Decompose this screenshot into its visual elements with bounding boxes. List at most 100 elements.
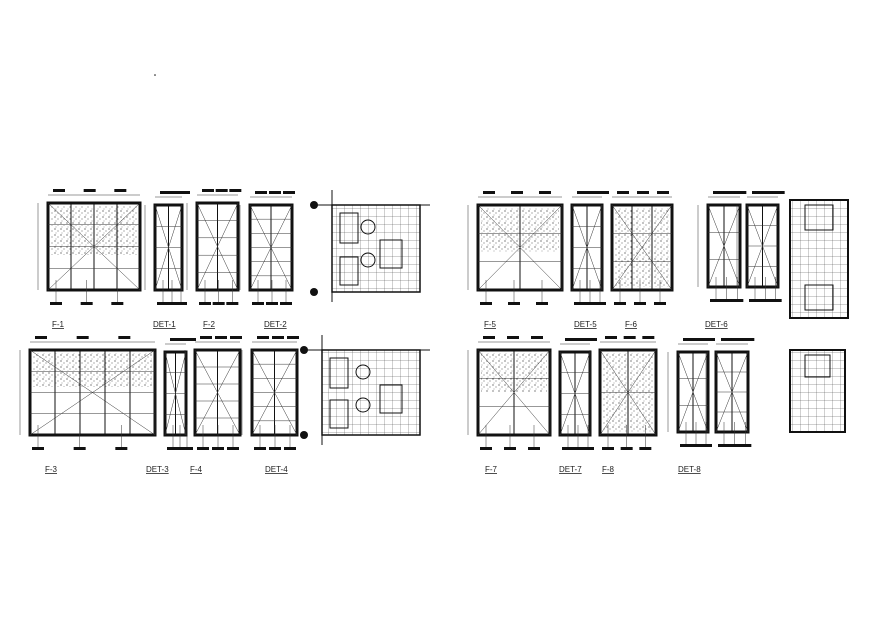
annotation-tag [574,302,586,305]
annotation-tag [480,447,492,450]
annotation-tag [118,336,131,339]
annotation-tag [230,336,242,339]
fixture [355,397,371,413]
annotation-tag [76,336,89,339]
annotation-tag [594,302,606,305]
label-f5: F-5 [484,320,497,329]
table [379,384,403,414]
label-det6: DET-6 [705,320,728,329]
annotation-tag [639,447,652,450]
stove [339,212,359,244]
sheet-labels: F-1 DET-1 F-2 DET-2 F-5 DET-5 F-6 DET-6 … [45,320,728,474]
annotation-tag [508,302,520,305]
annotation-tag [762,191,775,194]
annotation-tag [718,444,730,447]
annotation-tag [114,189,127,192]
annotation-tag [713,191,725,194]
annotation-tag [227,447,239,450]
annotation-tag [605,336,617,339]
annotation-tag [720,299,733,302]
elevation-drawings [19,74,849,450]
annotation-tag [175,302,187,305]
label-f1: F-1 [52,320,65,329]
annotation-tag [731,299,744,302]
annotation-tag [202,189,214,192]
annotation-tag [255,191,267,194]
annotation-tag [507,336,519,339]
drawing-line [154,204,183,291]
annotation-tag [690,444,702,447]
label-det8: DET-8 [678,465,701,474]
annotation-tag [536,302,548,305]
label-det5: DET-5 [574,320,597,329]
annotation-tag [575,338,587,341]
drawing-line [571,204,603,291]
annotation-tag [584,302,596,305]
fixture [355,364,371,380]
annotation-tag [257,336,269,339]
drawing-line [559,351,591,436]
annotation-tag [166,302,178,305]
drawing-line [611,204,673,291]
annotation-tag [80,302,93,305]
annotation-tag [582,447,594,450]
annotation-tag [585,338,597,341]
annotation-tag [115,447,128,450]
annotation-tag [572,447,584,450]
label-f8: F-8 [602,465,615,474]
bed [804,284,834,311]
annotation-tag [511,191,523,194]
drawing-line [29,349,156,436]
annotation-tag [252,302,264,305]
annotation-tag [617,191,629,194]
annotation-tag [226,302,239,305]
elevation-outline [610,203,674,292]
annotation-tag [721,338,733,341]
annotation-tag [565,338,577,341]
drawing-line [196,202,239,291]
drawing-line [251,349,298,436]
drawing-line [47,202,141,291]
drawing-line [707,204,741,288]
annotation-tag [269,191,281,194]
annotation-tag [504,447,516,450]
annotation-tag [50,302,62,305]
annotation-tag [212,302,225,305]
annotation-tag [597,191,609,194]
annotation-tag [700,444,712,447]
annotation-tag [614,302,626,305]
annotation-tag [734,191,747,194]
annotation-tag [731,338,744,341]
annotation-tag [287,336,299,339]
annotation-tag [749,299,761,302]
annotation-tag [157,302,169,305]
label-det1: DET-1 [153,320,176,329]
floor-plan [321,349,421,436]
annotation-tag [623,336,636,339]
annotation-tag [174,447,186,450]
drawing-line [746,204,779,288]
annotation-tag [562,447,574,450]
annotation-tag [683,338,695,341]
annotation-tag [170,338,182,341]
annotation-tag [266,302,278,305]
annotation-tag [83,189,96,192]
grid-bubble [310,201,318,209]
drawing-line [194,349,241,436]
hatch-fill [33,353,152,387]
annotation-tag [284,447,296,450]
annotation-tag [272,336,284,339]
label-det2: DET-2 [264,320,287,329]
fixture [360,219,376,235]
label-det4: DET-4 [265,465,288,474]
drawing-line [477,349,551,436]
annotation-tag [772,191,785,194]
grid-bubble [300,431,308,439]
label-det7: DET-7 [559,465,582,474]
bed [804,204,834,231]
annotation-tag [197,447,209,450]
annotation-tag [587,191,599,194]
sink [329,399,349,429]
annotation-tag [229,189,242,192]
annotation-tag [752,191,764,194]
